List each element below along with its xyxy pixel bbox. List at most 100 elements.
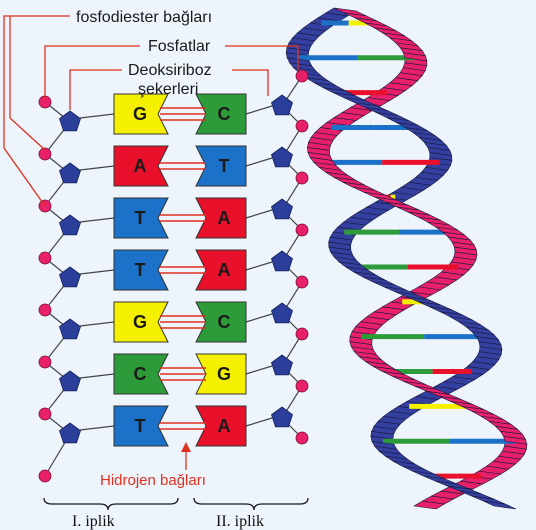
pointer-line [3,15,70,207]
right-base-letter: A [218,208,231,228]
strand-2-label: II. iplik [216,513,264,530]
glycosidic-bond [79,321,115,327]
left-base-shape [113,301,169,343]
left-base-letter: G [133,104,147,124]
label-pointer-lines [3,15,299,470]
deoxyribose-sugar-icon [59,318,81,340]
glycosidic-bond [79,113,115,119]
phosphate-icon [38,303,52,317]
glycosidic-bond [79,165,115,171]
double-helix-front [286,7,528,510]
strand-2-brace [193,497,309,511]
left-base-shape [113,93,169,135]
phosphate-icon [295,431,309,445]
phosphate-icon [295,171,309,185]
pointer-arrowhead [181,442,191,452]
right-base-shape [195,353,247,395]
deoxyribose-sugar-icon [271,146,293,168]
right-base-shape [195,301,247,343]
phosphate-icon [38,469,52,483]
pointer-line [225,45,299,70]
deoxyribose-sugar-icon [271,302,293,324]
left-base-letter: A [134,156,147,176]
glycosidic-bond [79,425,115,431]
right-base-letter: A [218,260,231,280]
phosphate-icon [295,275,309,289]
right-base-letter: G [217,364,231,384]
helix-strand-a-segment [402,52,428,62]
deoxyribose-label-line1: Deoksiriboz [128,62,212,79]
deoxyribose-sugar-icon [59,266,81,288]
left-base-shape [113,405,169,447]
glycosidic-bond [79,217,115,223]
right-base-letter: C [218,104,231,124]
helix-strand-a-segment [503,435,528,445]
left-base-shape [113,353,169,395]
deoxyribose-sugar-icon [59,214,81,236]
deoxyribose-sugar-icon [271,406,293,428]
left-base-shape [113,197,169,239]
pointer-line [69,69,122,110]
deoxyribose-sugar-icon [271,354,293,376]
glycosidic-bond [245,105,273,115]
deoxyribose-sugar-icon [271,198,293,220]
left-base-letter: G [133,312,147,332]
left-base-letter: T [135,208,146,228]
right-base-letter: C [218,312,231,332]
deoxyribose-sugar-icon [271,250,293,272]
sugar-phosphate-backbones [38,69,309,483]
left-base-letter: T [135,416,146,436]
deoxyribose-sugar-icon [59,110,81,132]
pointer-line [232,69,269,96]
phosphodiester-label: fosfodiester bağları [76,9,212,26]
phosphate-icon [295,119,309,133]
strand-1-brace [43,497,179,511]
deoxyribose-label-line2: şekerleri [138,81,198,98]
phosphate-icon [38,251,52,265]
deoxyribose-sugar-icon [59,162,81,184]
glycosidic-bond [79,373,115,379]
glycosidic-bond [245,417,273,427]
pointer-line [9,16,46,151]
glycosidic-bond [245,261,273,271]
glycosidic-bond [245,157,273,167]
double-helix-back [285,7,528,510]
left-base-shape [113,145,169,187]
hydrogen-bonds-label: Hidrojen bağları [100,472,206,489]
glycosidic-bond [245,209,273,219]
helix-strand-b-segment [427,147,453,156]
glycosidic-bond [245,313,273,323]
helix-strand-b-segment [475,336,502,346]
helix-strand-a-segment [413,500,446,510]
deoxyribose-sugar-icon [59,422,81,444]
glycosidic-bond [245,365,273,375]
left-base-shape [113,249,169,291]
phosphate-icon [38,355,52,369]
right-base-letter: T [219,156,230,176]
deoxyribose-sugar-icon [271,94,293,116]
phosphate-icon [295,223,309,237]
deoxyribose-sugar-icon [59,370,81,392]
right-base-shape [195,93,247,135]
helix-strand-a-segment [451,241,477,251]
pointer-line [44,45,140,100]
left-base-letter: C [134,364,147,384]
left-base-letter: T [135,260,146,280]
phosphate-icon [295,327,309,341]
right-base-letter: A [218,416,231,436]
phosphate-icon [295,69,309,83]
glycosidic-bond [79,269,115,275]
phosphate-icon [295,379,309,393]
helix-strand-b-segment [483,500,517,510]
phosphate-icon [38,407,52,421]
phosphate-icon [38,147,52,161]
